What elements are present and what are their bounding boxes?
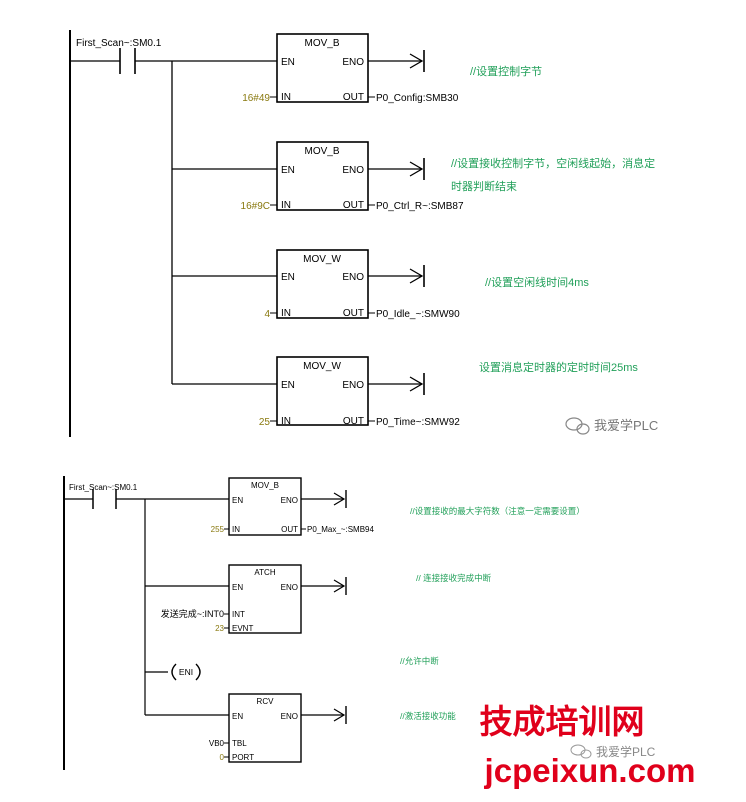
rcv-block: RCV EN ENO TBL PORT VB0 0 //激活接收功能	[209, 693, 456, 763]
eno-pin: ENO	[342, 380, 364, 391]
out-value: P0_Config:SMB30	[376, 93, 459, 104]
coil-right	[195, 663, 201, 681]
mov-block-3: MOV_W EN ENO IN OUT 4 P0_Idle_~:SMW90 //…	[264, 249, 589, 320]
out-pin: OUT	[343, 308, 364, 319]
in-pin: IN	[281, 416, 291, 427]
watermark-1: 我爱学PLC	[565, 417, 658, 435]
en-pin: EN	[232, 583, 243, 592]
block-title: MOV_B	[304, 146, 339, 157]
comment: //设置控制字节	[470, 64, 542, 78]
comment: // 连接接收完成中断	[416, 573, 492, 583]
block-box	[276, 141, 369, 211]
tbl-pin: TBL	[232, 739, 247, 748]
mov-block-4: MOV_W EN ENO IN OUT 25 P0_Time~:SMW92 设置…	[259, 356, 638, 428]
block-box	[276, 249, 369, 319]
output-arrow	[333, 492, 346, 506]
comment-line-2: 时器判断结束	[451, 179, 517, 193]
in-pin: IN	[232, 525, 240, 534]
site-watermark-line-2: jcpeixun.com	[484, 752, 696, 789]
block-title: MOV_W	[303, 254, 341, 265]
in-pin: IN	[281, 200, 291, 211]
contact-label: First_Scan~:SM0.1	[69, 483, 138, 492]
eno-pin: ENO	[342, 165, 364, 176]
mov-block-2: MOV_B EN ENO IN OUT 16#9C P0_Ctrl_R~:SMB…	[241, 141, 655, 212]
eno-pin: ENO	[342, 57, 364, 68]
block-box	[228, 477, 302, 536]
eni-label: ENI	[179, 667, 193, 677]
evnt-pin: EVNT	[232, 624, 253, 633]
en-pin: EN	[232, 712, 243, 721]
block-title: RCV	[257, 697, 275, 706]
block-box	[228, 693, 302, 763]
comment: 设置消息定时器的定时时间25ms	[479, 360, 638, 374]
evnt-value: 23	[215, 624, 224, 633]
block-title: ATCH	[254, 568, 275, 577]
int-value: 发送完成~:INT0	[161, 608, 224, 619]
en-pin: EN	[281, 165, 295, 176]
block-title: MOV_B	[304, 38, 339, 49]
int-pin: INT	[232, 610, 245, 619]
out-pin: OUT	[343, 416, 364, 427]
en-pin: EN	[281, 57, 295, 68]
watermark-text: 我爱学PLC	[596, 744, 656, 759]
in-pin: IN	[281, 308, 291, 319]
block-box	[276, 33, 369, 103]
watermark-text: 我爱学PLC	[594, 418, 658, 433]
wechat-icon	[565, 417, 590, 435]
eni-coil: ENI //允许中断	[171, 656, 439, 681]
en-pin: EN	[281, 272, 295, 283]
contact-label: First_Scan~:SM0.1	[76, 38, 162, 49]
in-pin: IN	[281, 92, 291, 103]
comment-line-1: //设置接收控制字节，空闲线起始，消息定	[451, 156, 655, 170]
in-value: 255	[211, 525, 225, 534]
port-value: 0	[220, 753, 225, 762]
block-box	[276, 356, 369, 426]
atch-block: ATCH EN ENO INT EVNT 发送完成~:INT0 23 // 连接…	[161, 564, 492, 634]
block-title: MOV_W	[303, 361, 341, 372]
output-arrow	[333, 708, 346, 722]
mov-block-5: MOV_B EN ENO IN OUT 255 P0_Max_~:SMB94 /…	[211, 477, 585, 536]
out-pin: OUT	[281, 525, 298, 534]
site-watermark-line-1: 技成培训网	[480, 703, 645, 740]
watermark-2: 我爱学PLC	[570, 744, 656, 759]
in-value: 4	[264, 309, 270, 320]
in-value: 16#49	[242, 93, 270, 104]
out-value: P0_Max_~:SMB94	[307, 525, 374, 534]
output-arrow	[409, 53, 424, 69]
output-arrow	[409, 268, 424, 284]
output-arrow	[333, 579, 346, 593]
wechat-icon	[570, 744, 592, 759]
output-arrow	[409, 376, 424, 392]
eno-pin: ENO	[342, 272, 364, 283]
network-2: First_Scan~:SM0.1 MOV_B EN ENO IN OUT 25…	[63, 476, 656, 770]
out-value: P0_Idle_~:SMW90	[376, 309, 460, 320]
port-pin: PORT	[232, 753, 254, 762]
in-value: 16#9C	[241, 201, 270, 212]
output-arrow	[409, 161, 424, 177]
block-title: MOV_B	[251, 481, 279, 490]
out-pin: OUT	[343, 200, 364, 211]
site-watermark: 技成培训网 jcpeixun.com	[480, 703, 696, 789]
comment: //允许中断	[400, 656, 439, 666]
comment: //设置空闲线时间4ms	[485, 275, 589, 289]
eno-pin: ENO	[281, 496, 298, 505]
network-1: First_Scan~:SM0.1 MOV_B EN ENO IN OUT 16…	[69, 30, 658, 437]
mov-block-1: MOV_B EN ENO IN OUT 16#49 P0_Config:SMB3…	[242, 33, 542, 104]
comment: //激活接收功能	[400, 711, 456, 721]
out-pin: OUT	[343, 92, 364, 103]
en-pin: EN	[281, 380, 295, 391]
block-box	[228, 564, 302, 634]
en-pin: EN	[232, 496, 243, 505]
eno-pin: ENO	[281, 712, 298, 721]
out-value: P0_Time~:SMW92	[376, 417, 460, 428]
comment: //设置接收的最大字符数（注意一定需要设置）	[410, 506, 585, 516]
tbl-value: VB0	[209, 739, 225, 748]
eno-pin: ENO	[281, 583, 298, 592]
in-value: 25	[259, 417, 271, 428]
coil-left	[171, 663, 177, 681]
out-value: P0_Ctrl_R~:SMB87	[376, 201, 464, 212]
